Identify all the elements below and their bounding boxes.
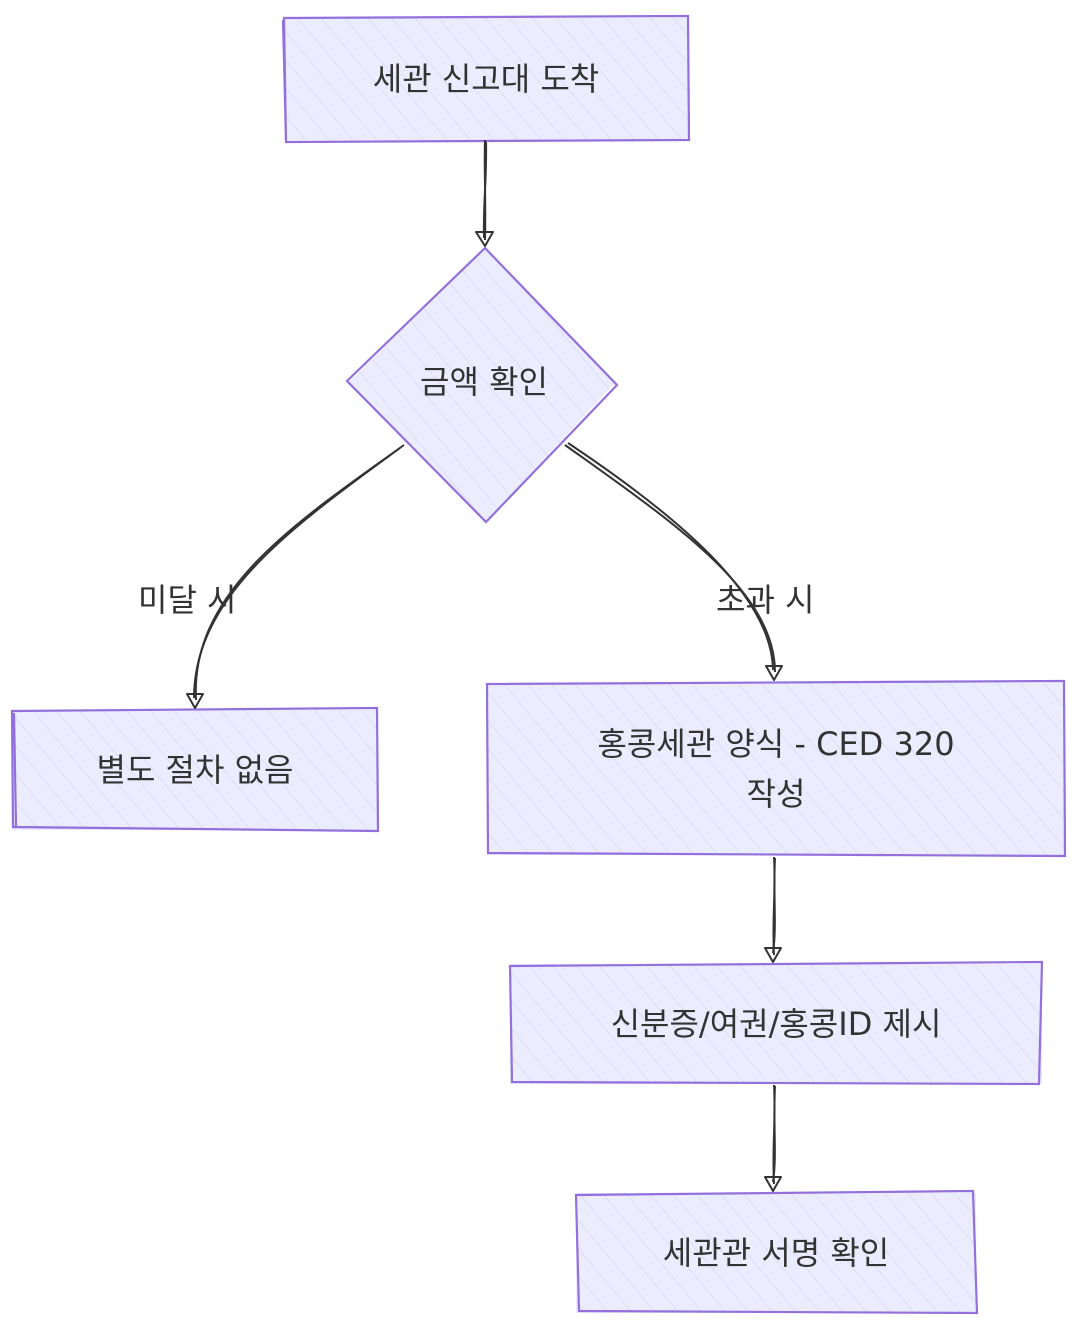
edge-decision-to-form bbox=[564, 442, 783, 681]
node-form-label: 홍콩세관 양식 - CED 320 작성 bbox=[597, 725, 955, 813]
node-signature-label: 세관관 서명 확인 bbox=[662, 1234, 890, 1272]
node-id-present-label: 신분증/여권/홍콩ID 제시 bbox=[610, 1005, 942, 1043]
edge-decision-to-no-procedure bbox=[186, 444, 405, 709]
edge-start-to-decision bbox=[475, 139, 494, 247]
node-decision-label: 금액 확인 bbox=[420, 363, 548, 401]
node-no-procedure-label: 별도 절차 없음 bbox=[96, 751, 294, 789]
edge-id-present-to-signature bbox=[764, 1084, 782, 1192]
node-id-present-shape bbox=[508, 960, 1044, 1086]
node-start-shape bbox=[281, 14, 691, 144]
node-no-procedure-shape bbox=[10, 706, 380, 833]
node-start-label: 세관 신고대 도착 bbox=[372, 60, 600, 98]
edge-form-to-id-present bbox=[764, 856, 782, 963]
edge-above-label: 초과 시 bbox=[716, 581, 815, 619]
node-decision-shape bbox=[345, 246, 619, 524]
node-signature-shape bbox=[574, 1189, 979, 1315]
node-form-shape bbox=[485, 679, 1067, 858]
edge-below-label: 미달 시 bbox=[138, 581, 237, 619]
